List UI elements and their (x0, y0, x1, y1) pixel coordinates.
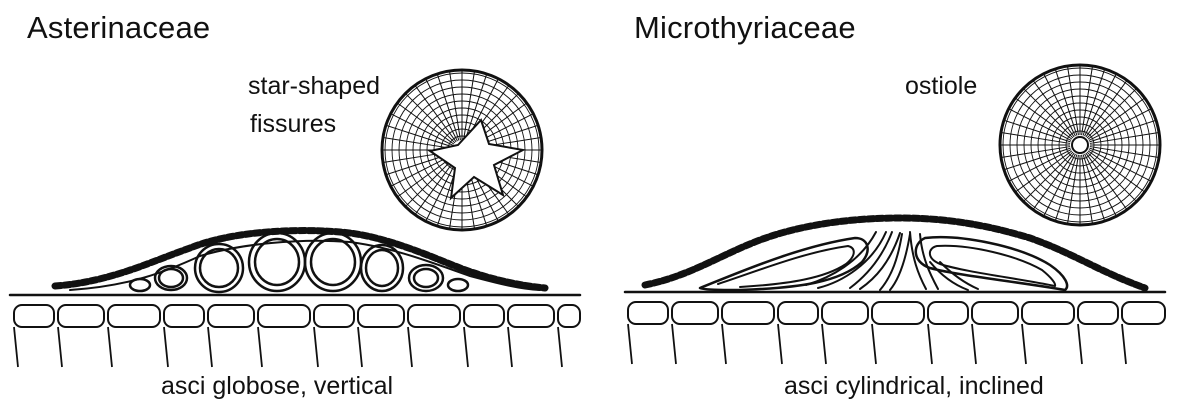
fissures-label: fissures (250, 108, 336, 140)
ostiole-label: ostiole (905, 70, 977, 102)
microthyriaceae-caption: asci cylindrical, inclined (784, 372, 1044, 401)
microthyriaceae-title: Microthyriaceae (634, 10, 856, 46)
asterinaceae-caption: asci globose, vertical (161, 372, 393, 401)
asterinaceae-panel: Asterinaceae star-shaped fissures asci g… (0, 0, 590, 412)
asterinaceae-title: Asterinaceae (27, 10, 210, 46)
microthyriaceae-panel: Microthyriaceae ostiole asci cylindrical… (590, 0, 1180, 412)
star-shaped-label: star-shaped (248, 70, 380, 102)
